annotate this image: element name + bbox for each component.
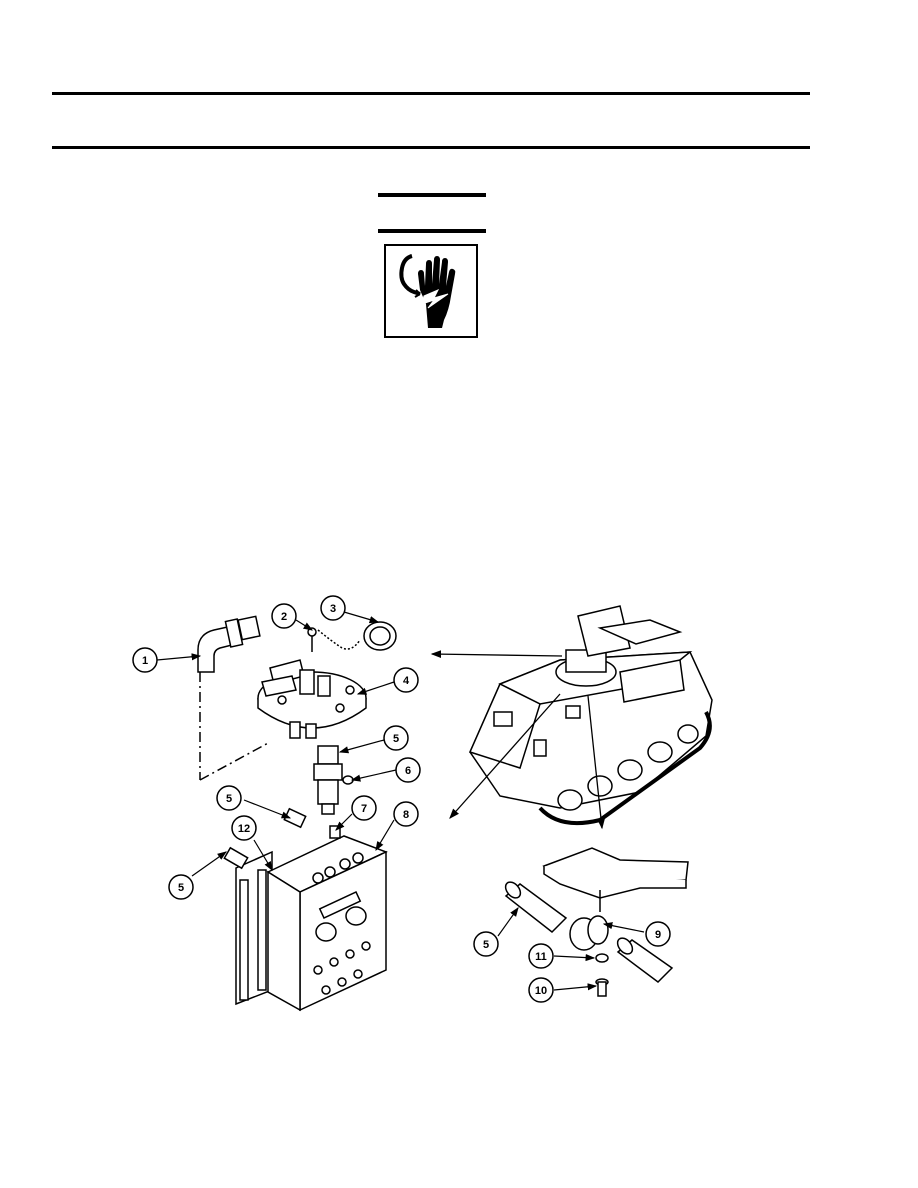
- callout-label-6: 6: [405, 765, 411, 777]
- header-rule-top: [52, 92, 810, 95]
- callout-label-1: 1: [142, 655, 148, 667]
- callout-label-12: 12: [238, 823, 250, 835]
- callout-label-5b: 5: [226, 793, 232, 805]
- callout-label-9: 9: [655, 929, 661, 941]
- connector-plate-assembly: [197, 615, 397, 815]
- control-box-assembly: [223, 807, 388, 1012]
- clamp-assembly: [504, 847, 689, 997]
- callout-arrows: [430, 650, 605, 830]
- warning-symbol-box: [384, 244, 478, 338]
- callout-label-4: 4: [403, 675, 410, 687]
- callout-5d: [473, 931, 499, 957]
- header-rule-bottom: [52, 146, 810, 149]
- callout-10: [528, 977, 554, 1003]
- callout-3: [320, 595, 346, 621]
- warning-rule-top: [378, 193, 486, 197]
- callout-label-3: 3: [330, 603, 336, 615]
- callout-2: [271, 603, 297, 629]
- warning-rule-bottom: [378, 229, 486, 233]
- electrical-shock-hand-icon: [399, 254, 456, 328]
- callout-5a: [383, 725, 409, 751]
- callout-labels: 1 2 3 4 5 6 5 7 8 12 5 5 9 11 10: [142, 603, 661, 997]
- callout-label-7: 7: [361, 803, 367, 815]
- callout-circles: [132, 595, 671, 1003]
- callout-label-5a: 5: [393, 733, 399, 745]
- callout-12: [231, 815, 257, 841]
- callout-5c: [168, 874, 194, 900]
- callout-label-11: 11: [535, 951, 547, 963]
- callout-label-2: 2: [281, 611, 287, 623]
- callout-7: [351, 795, 377, 821]
- callout-label-5c: 5: [178, 882, 184, 894]
- callout-5b: [216, 785, 242, 811]
- callout-11: [528, 943, 554, 969]
- callout-label-5d: 5: [483, 939, 489, 951]
- leader-lines: [156, 611, 645, 991]
- callout-label-10: 10: [535, 985, 547, 997]
- armored-vehicle: [468, 605, 713, 826]
- callout-4: [393, 667, 419, 693]
- callout-6: [395, 757, 421, 783]
- callout-label-8: 8: [403, 809, 409, 821]
- callout-9: [645, 921, 671, 947]
- callout-8: [393, 801, 419, 827]
- callout-1: [132, 647, 158, 673]
